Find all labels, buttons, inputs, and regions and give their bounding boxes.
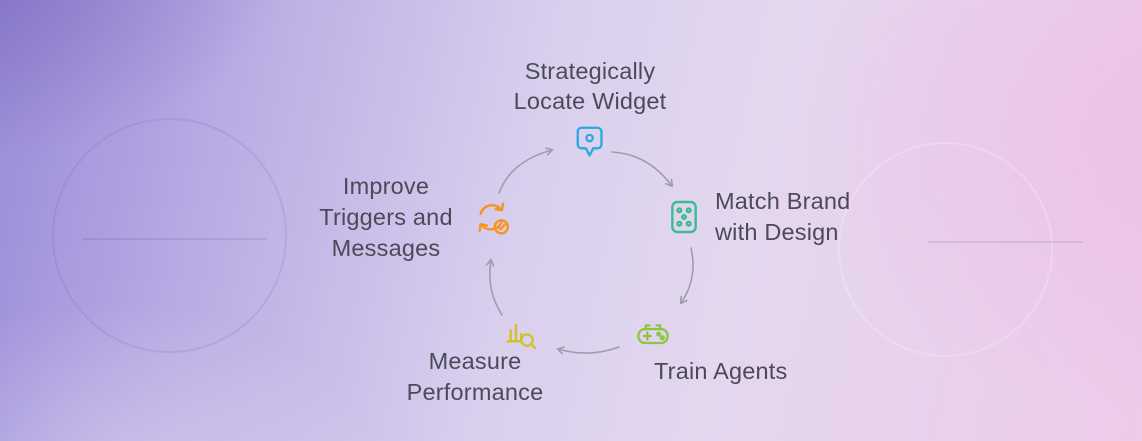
flow-arrow-locate-to-brand [611, 151, 672, 186]
step-label-line: Triggers and [319, 204, 453, 230]
measure-icon-wrap [502, 316, 566, 354]
step-brand-label: Match Brand with Design [715, 186, 850, 248]
step-label-line: Improve [342, 173, 430, 199]
step-label-line: with Design [715, 219, 839, 245]
step-locate-widget: Strategically Locate Widget [514, 56, 667, 161]
refresh-check-icon [478, 201, 510, 235]
decorative-line-right [928, 241, 1083, 243]
domino-design-icon [671, 200, 697, 234]
step-measure-performance: Measure Performance [384, 316, 566, 408]
step-match-brand: Match Brand with Design [664, 186, 850, 248]
step-label-line: Measure [428, 348, 522, 374]
decorative-circle-left [52, 118, 287, 353]
step-label-line: Train Agents [654, 358, 788, 384]
step-label-line: Locate Widget [513, 88, 667, 114]
decorative-circle-right [838, 142, 1053, 357]
step-measure-label: Measure Performance [384, 346, 566, 408]
step-label-line: Match Brand [715, 188, 851, 214]
step-improve-label: Improve Triggers and Messages [312, 171, 460, 264]
flow-arrow-measure-to-improve [490, 260, 503, 316]
step-label-line: Performance [406, 379, 544, 405]
flow-arrow-improve-to-locate [498, 150, 552, 194]
step-improve-triggers: Improve Triggers and Messages [312, 171, 512, 264]
bar-chart-magnifier-icon [506, 323, 537, 350]
flow-arrow-brand-to-train [681, 247, 694, 303]
gamepad-icon [637, 324, 669, 345]
step-label-line: Strategically [524, 58, 656, 84]
location-pin-icon [576, 126, 604, 157]
flow-arrow-train-to-measure [558, 346, 620, 353]
decorative-line-left [82, 238, 267, 240]
step-locate-label: Strategically Locate Widget [514, 56, 667, 116]
step-train-label: Train Agents [654, 356, 787, 387]
step-label-line: Messages [331, 235, 441, 261]
step-train-agents: Train Agents [634, 314, 787, 387]
